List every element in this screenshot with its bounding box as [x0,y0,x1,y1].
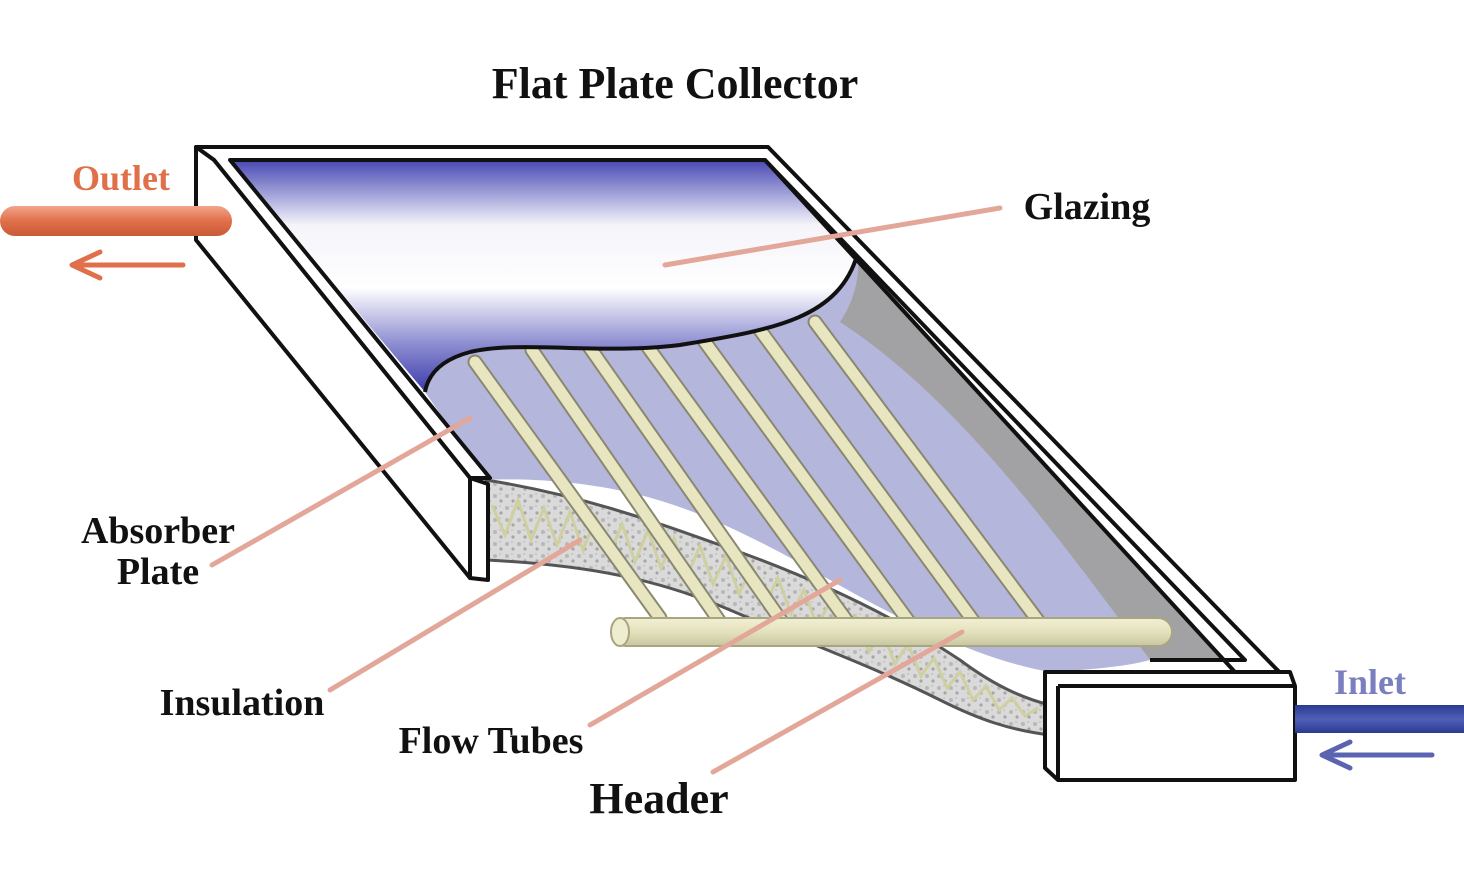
glazing-cover [230,160,858,392]
inlet-arrow [1319,739,1435,771]
leader-insulation [327,537,583,693]
glazing-label: Glazing [1024,186,1151,228]
flow-tubes-label: Flow Tubes [399,720,584,762]
page-title: Flat Plate Collector [492,59,859,108]
outlet-arrow [69,249,186,281]
leader-glazing [662,205,1003,268]
leader-header [710,629,965,775]
glazing-edge [423,251,860,393]
outlet-label: Outlet [72,158,170,198]
absorber-label-line2: Plate [117,551,199,593]
leader-absorber [209,415,473,568]
insulation-label: Insulation [160,682,325,724]
header-pipe [610,617,1173,647]
inlet-label: Inlet [1334,662,1406,702]
flow-tubes [467,314,1053,638]
header-label: Header [589,774,728,823]
absorber-label-line1: Absorber [81,510,235,552]
inlet-pipe [1295,705,1464,733]
leader-lines [209,205,1003,775]
outlet-pipe [0,206,232,236]
leader-flow-tubes [587,577,843,728]
